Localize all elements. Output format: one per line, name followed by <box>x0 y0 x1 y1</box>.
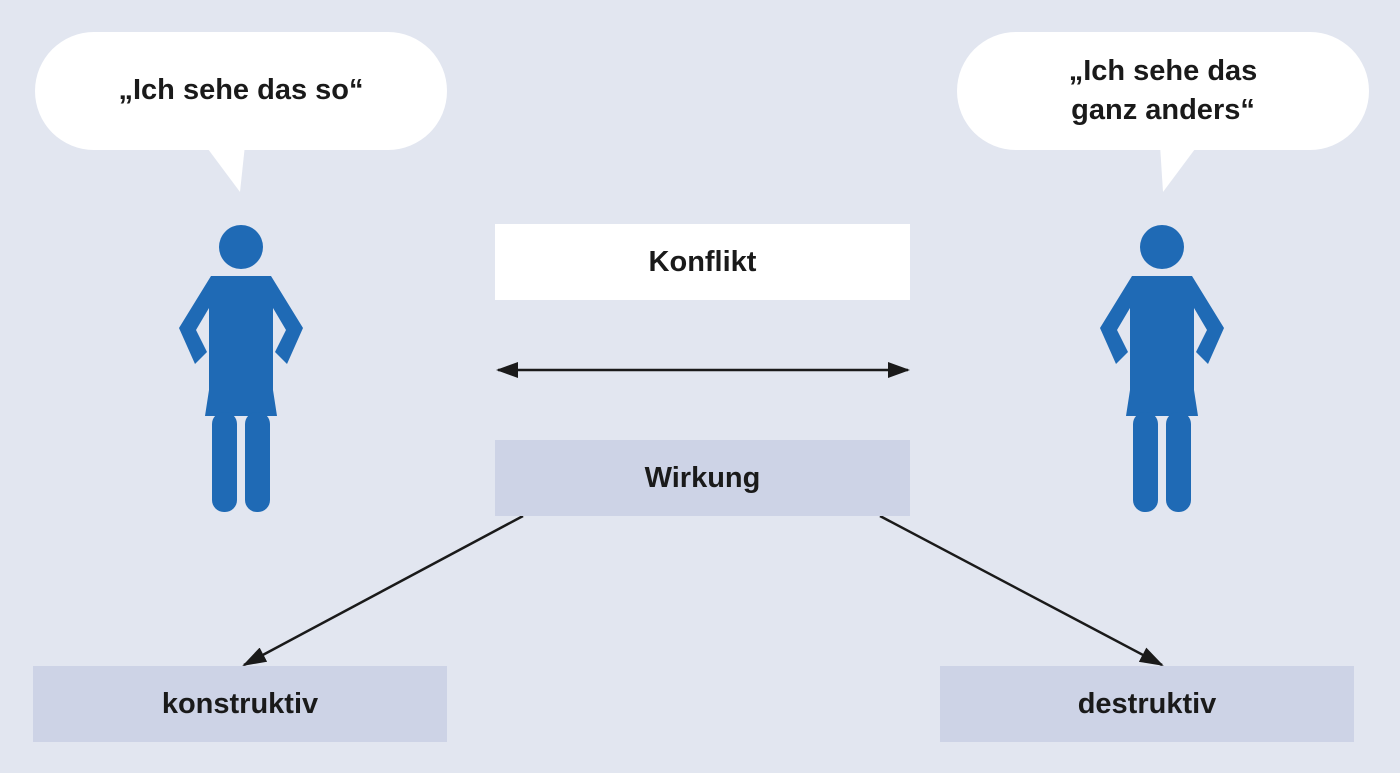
person-right-icon <box>1100 225 1224 512</box>
speech-bubble-left-text: „Ich sehe das so“ <box>118 74 364 107</box>
constructive-label: konstruktiv <box>161 687 319 720</box>
person-left-icon <box>179 225 303 512</box>
conflict-label: Konflikt <box>648 245 757 278</box>
constructive-box: konstruktiv <box>33 666 447 742</box>
destructive-box: destruktiv <box>940 666 1354 742</box>
bubble-right-tail <box>1160 145 1198 192</box>
destructive-label: destruktiv <box>1077 687 1217 720</box>
effect-box: Wirkung <box>495 440 910 516</box>
speech-bubble-right: „Ich sehe das ganz anders“ <box>957 32 1369 150</box>
bubble-left-tail <box>205 145 245 192</box>
arrow-to-destructive <box>879 514 1164 667</box>
speech-bubble-left: „Ich sehe das so“ <box>35 32 447 150</box>
conflict-box: Konflikt <box>495 224 910 300</box>
effect-label: Wirkung <box>644 461 761 494</box>
arrow-to-constructive <box>242 514 524 667</box>
speech-bubble-right-text: „Ich sehe das ganz anders“ <box>1068 54 1258 126</box>
